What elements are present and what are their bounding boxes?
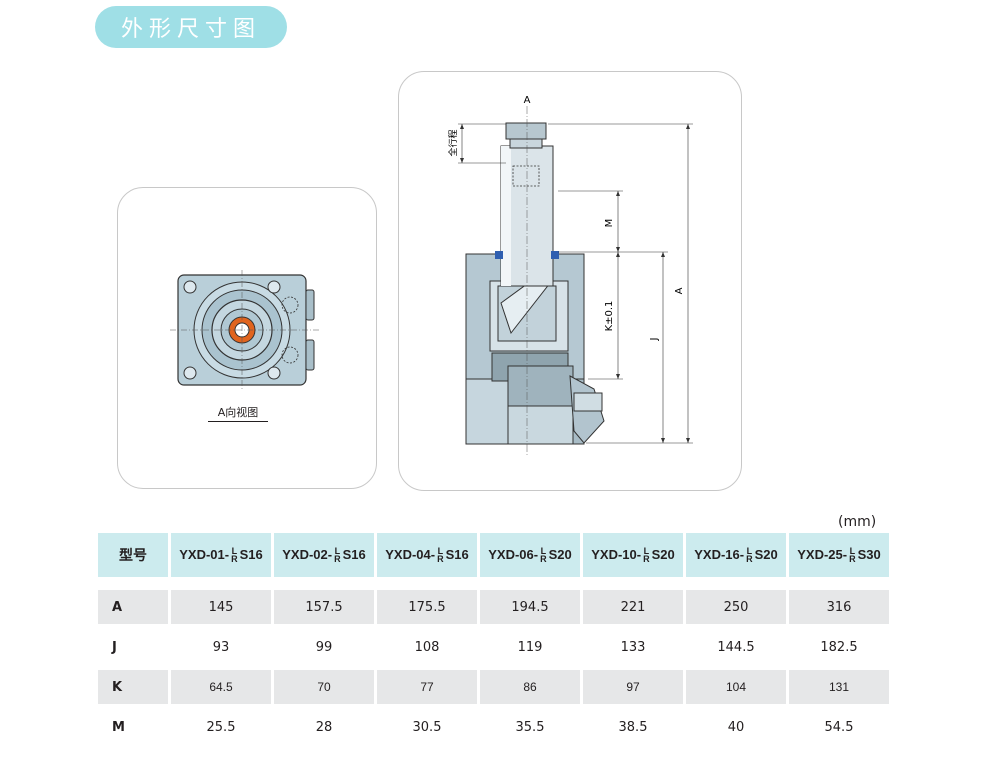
table-cell: 28 (315, 719, 333, 735)
table-row-k: K 64.5 70 77 86 97 104 131 (98, 670, 889, 704)
table-cell: 316 (789, 590, 889, 624)
row-label: A (98, 590, 168, 624)
table-row-a: A 145 157.5 175.5 194.5 221 250 316 (98, 590, 889, 624)
header-model-label: 型号 (98, 533, 168, 577)
table-cell: 144.5 (717, 639, 755, 655)
section-title: 外形尺寸图 (95, 6, 287, 48)
row-label: J (112, 639, 117, 655)
end-view-caption: A向视图 (208, 404, 268, 422)
table-cell: 99 (315, 639, 333, 655)
unit-label: (mm) (838, 514, 877, 530)
label-top-a: A (524, 95, 531, 106)
table-cell: 64.5 (171, 670, 271, 704)
table-cell: 157.5 (274, 590, 374, 624)
table-cell: 93 (212, 639, 230, 655)
table-cell: 70 (274, 670, 374, 704)
table-cell: 104 (686, 670, 786, 704)
table-cell: 119 (517, 639, 543, 655)
table-row-j: J 93 99 108 119 133 144.5 182.5 (98, 630, 889, 664)
table-cell: 38.5 (618, 719, 648, 735)
table-cell: 250 (686, 590, 786, 624)
table-cell: 221 (583, 590, 683, 624)
table-cell: 86 (480, 670, 580, 704)
label-k: K±0.1 (604, 301, 615, 332)
row-label: M (112, 719, 125, 735)
table-cell: 182.5 (820, 639, 858, 655)
label-m: M (604, 219, 615, 228)
end-view-drawing (170, 270, 320, 390)
table-cell: 54.5 (824, 719, 854, 735)
table-cell: 175.5 (377, 590, 477, 624)
table-cell: 133 (620, 639, 646, 655)
table-cell: 77 (377, 670, 477, 704)
table-cell: 108 (414, 639, 440, 655)
table-cell: 25.5 (206, 719, 236, 735)
label-j: J (649, 338, 660, 342)
table-cell: 35.5 (515, 719, 545, 735)
table-row-m: M 25.5 28 30.5 35.5 38.5 40 54.5 (98, 710, 889, 744)
label-a-dim: A (674, 287, 685, 294)
table-cell: 194.5 (480, 590, 580, 624)
table-cell: 145 (171, 590, 271, 624)
table-cell: 30.5 (412, 719, 442, 735)
side-view-drawing: A 全行程 M K±0.1 J A (447, 95, 693, 456)
table-cell: 131 (789, 670, 889, 704)
row-label: K (98, 670, 168, 704)
table-cell: 40 (727, 719, 745, 735)
table-cell: 97 (583, 670, 683, 704)
label-stroke: 全行程 (447, 129, 459, 156)
